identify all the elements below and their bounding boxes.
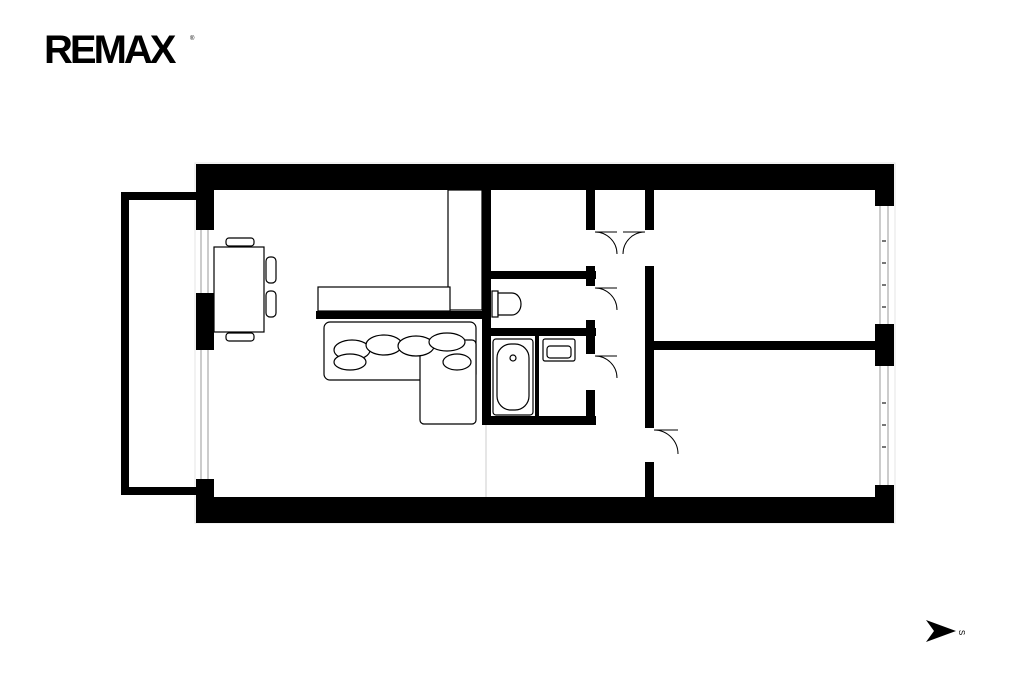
wall-bath-divider bbox=[535, 336, 539, 418]
wall-hall-left-3 bbox=[586, 320, 595, 354]
north-arrow-icon bbox=[926, 620, 956, 642]
left-windows bbox=[200, 230, 209, 479]
exterior-walls bbox=[196, 164, 894, 523]
wall-wc-bottom bbox=[490, 328, 596, 336]
wall-wc-top bbox=[490, 271, 596, 279]
toilet bbox=[491, 290, 522, 318]
wall-hall-right-1 bbox=[645, 188, 654, 230]
door-5 bbox=[653, 429, 679, 455]
door-3 bbox=[594, 287, 618, 311]
dining-table bbox=[213, 237, 277, 342]
wall-hall-right-2 bbox=[645, 266, 654, 428]
balcony bbox=[121, 192, 196, 495]
wall-bedrooms bbox=[654, 341, 876, 350]
counter-edge bbox=[316, 311, 484, 319]
wall-hall-left-1 bbox=[586, 188, 595, 230]
registered-mark: ® bbox=[190, 36, 195, 42]
wall-left-top bbox=[196, 164, 214, 230]
wall-hall-right-3 bbox=[645, 462, 654, 499]
window-ticks bbox=[882, 240, 886, 448]
right-windows bbox=[879, 206, 889, 485]
remax-logo: REMAX bbox=[44, 28, 176, 72]
door-2 bbox=[622, 231, 646, 255]
door-4 bbox=[594, 355, 618, 379]
wall-bottom bbox=[196, 497, 894, 523]
doors bbox=[594, 231, 679, 455]
wall-right-mid bbox=[875, 324, 894, 366]
washbasin bbox=[542, 338, 576, 362]
wall-right-bottom bbox=[875, 485, 894, 523]
wall-right-top bbox=[875, 164, 894, 206]
wall-top bbox=[196, 164, 894, 190]
interior-walls bbox=[482, 188, 876, 499]
bathtub bbox=[492, 338, 534, 416]
wall-left-bottom bbox=[196, 479, 214, 523]
wall-hall-left-2 bbox=[586, 266, 595, 286]
sofa bbox=[323, 321, 477, 425]
kitchen-counter bbox=[317, 189, 483, 312]
compass-direction-label: S bbox=[957, 629, 967, 636]
wall-hall-left-4 bbox=[586, 390, 595, 425]
wall-bath-bottom bbox=[482, 416, 596, 425]
wall-left-mid bbox=[196, 293, 214, 350]
wall-kitchen-divider bbox=[482, 188, 491, 424]
door-1 bbox=[594, 231, 618, 255]
